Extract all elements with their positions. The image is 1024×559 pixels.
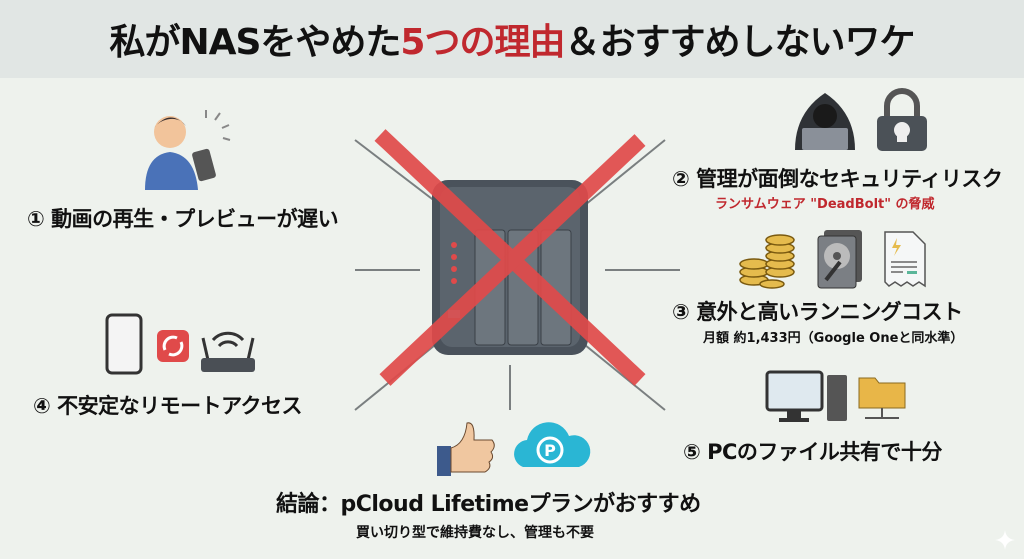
desktop-pc-icon <box>765 370 847 422</box>
person-phone-icon <box>145 110 231 190</box>
wifi-router-icon <box>201 331 255 372</box>
title-highlight: 5つの理由 <box>400 22 565 63</box>
hacker-icon <box>795 93 855 150</box>
electric-bill-icon <box>884 231 926 288</box>
reason-4-label: ④ 不安定なリモートアクセス <box>33 394 303 418</box>
conclusion-sub: 買い切り型で維持費なし、管理も不要 <box>356 525 594 541</box>
disconnect-icon <box>157 330 189 362</box>
title-part1: 私がNASをやめた <box>109 22 402 63</box>
reason-2-label: ② 管理が面倒なセキュリティリスク <box>672 167 1003 191</box>
network-folder-icon <box>858 377 906 419</box>
reason-3-sub: 月額 約1,433円（Google Oneと同水準） <box>703 331 964 346</box>
hard-drive-icon <box>817 230 862 289</box>
reason-2-sub: ランサムウェア "DeadBolt" の脅威 <box>715 197 935 212</box>
title-part2: ＆おすすめしないワケ <box>564 22 915 63</box>
pcloud-logo-icon: P <box>514 422 591 467</box>
pcloud-logo-letter: P <box>544 441 556 460</box>
smartphone-icon <box>105 313 143 375</box>
skull-lock-icon <box>877 88 927 151</box>
sparkle-icon <box>995 530 1015 550</box>
conclusion-label: 結論：pCloud Lifetimeプランがおすすめ <box>276 492 701 517</box>
reason-5-label: ⑤ PCのファイル共有で十分 <box>683 440 942 464</box>
reason-1-label: ① 動画の再生・プレビューが遅い <box>27 207 339 231</box>
thumbs-up-icon <box>437 422 495 476</box>
coins-icon <box>739 234 795 289</box>
reason-3-label: ③ 意外と高いランニングコスト <box>672 300 963 324</box>
